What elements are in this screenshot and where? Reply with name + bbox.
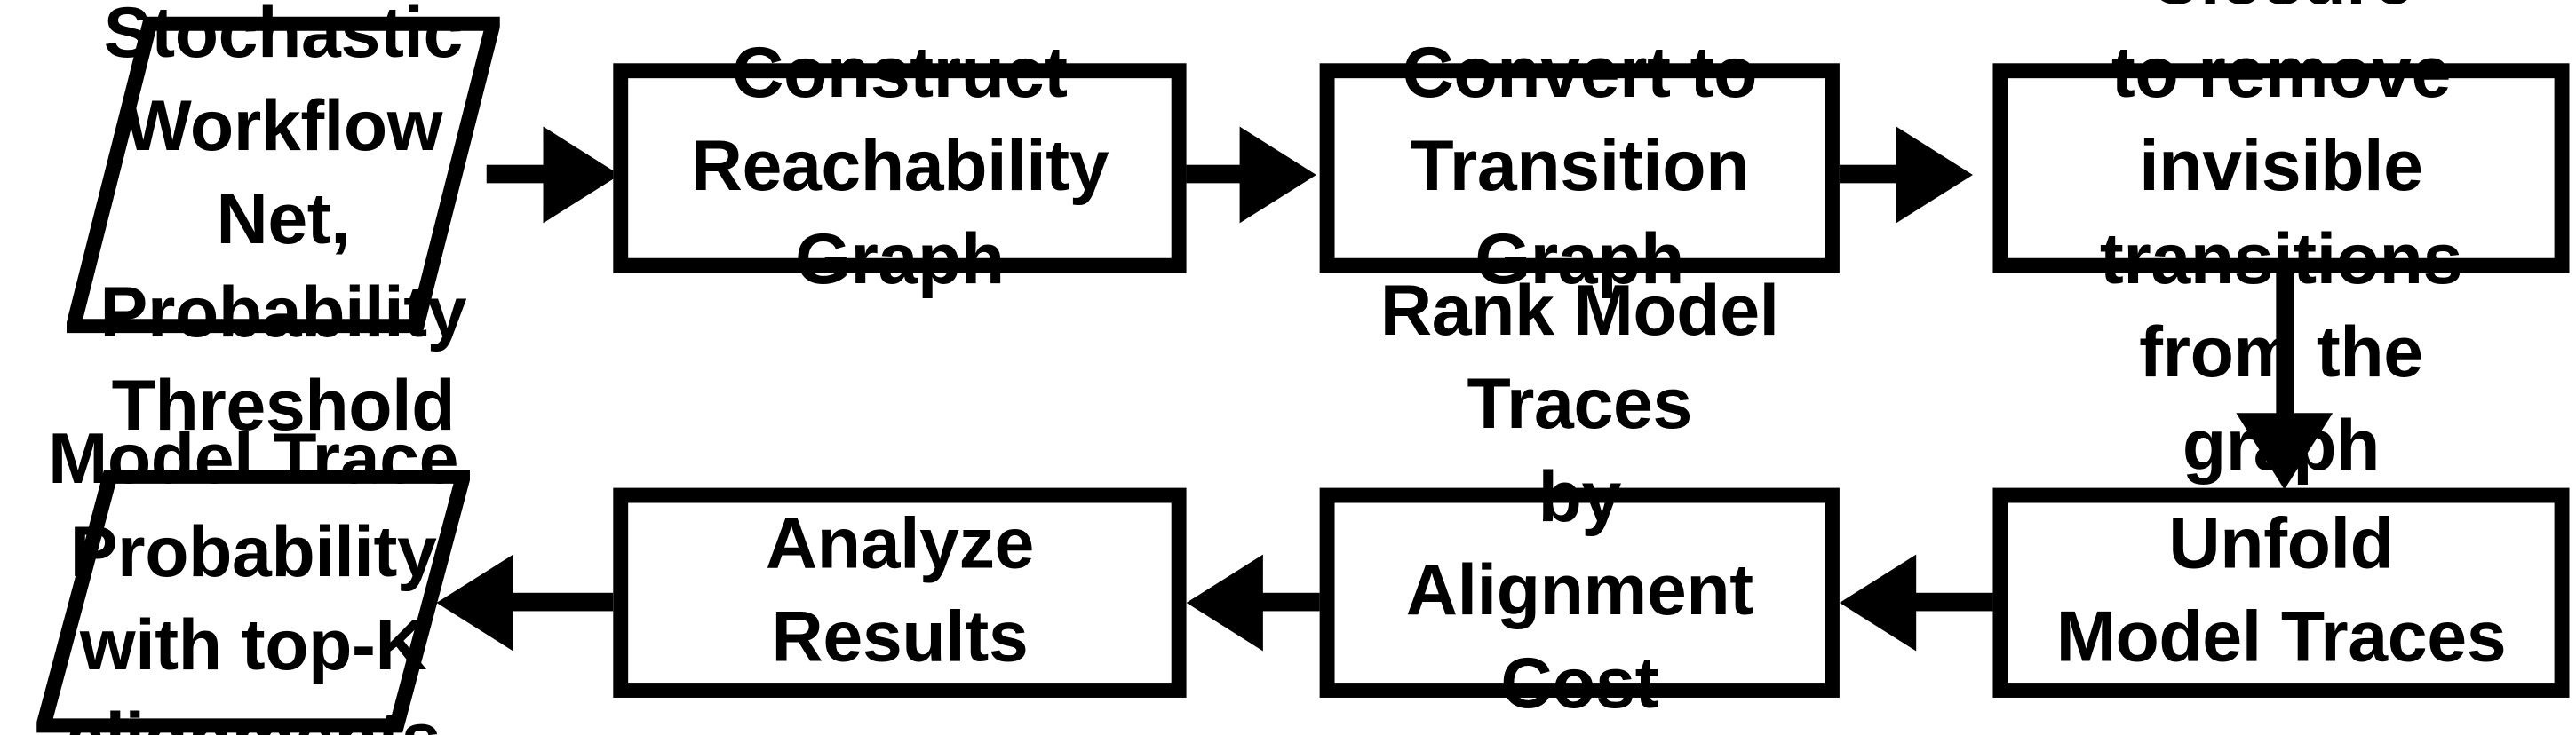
- node-construct-reachability-graph-label: Construct Reachability Graph: [690, 33, 1109, 300]
- node-input-label: Event Log, Stochastic Workflow Net, Prob…: [99, 0, 467, 447]
- parallelogram-shape: [36, 470, 470, 732]
- node-input-parallelogram[interactable]: Event Log, Stochastic Workflow Net, Prob…: [67, 0, 500, 446]
- node-construct-reachability-graph[interactable]: Construct Reachability Graph: [613, 34, 1187, 300]
- node-analyze-results[interactable]: Analyze Results: [613, 487, 1187, 698]
- parallelogram-shape: [67, 17, 500, 333]
- arrow-head-right-icon: [1239, 126, 1316, 224]
- node-apply-tau-closure[interactable]: Apply τ-Closure to remove invisible tran…: [1992, 0, 2570, 486]
- node-rank-model-traces[interactable]: Rank Model Traces by Alignment Cost and …: [1319, 272, 1840, 724]
- arrow-head-left-icon: [1839, 554, 1917, 652]
- node-convert-transition-graph-label: Convert to Transition Graph: [1402, 33, 1758, 300]
- arrow-head-right-icon: [1896, 126, 1973, 224]
- node-analyze-results-label: Analyze Results: [765, 504, 1035, 678]
- node-rank-model-traces-label: Rank Model Traces by Alignment Cost and …: [1379, 272, 1779, 724]
- arrow-head-left-icon: [1186, 554, 1263, 652]
- arrow-head-left-icon: [436, 554, 513, 652]
- node-output-parallelogram[interactable]: Model Trace Probability with top-K align…: [36, 420, 470, 735]
- node-output-label: Model Trace Probability with top-K align…: [48, 420, 459, 735]
- node-unfold-model-traces[interactable]: Unfold Model Traces: [1992, 487, 2570, 698]
- node-unfold-model-traces-label: Unfold Model Traces: [2055, 504, 2507, 678]
- arrow-head-right-icon: [543, 126, 620, 224]
- edge-line: [482, 592, 614, 612]
- node-convert-transition-graph[interactable]: Convert to Transition Graph: [1319, 34, 1840, 300]
- arrow-head-down-icon: [2236, 413, 2334, 490]
- edge-line: [2276, 273, 2294, 437]
